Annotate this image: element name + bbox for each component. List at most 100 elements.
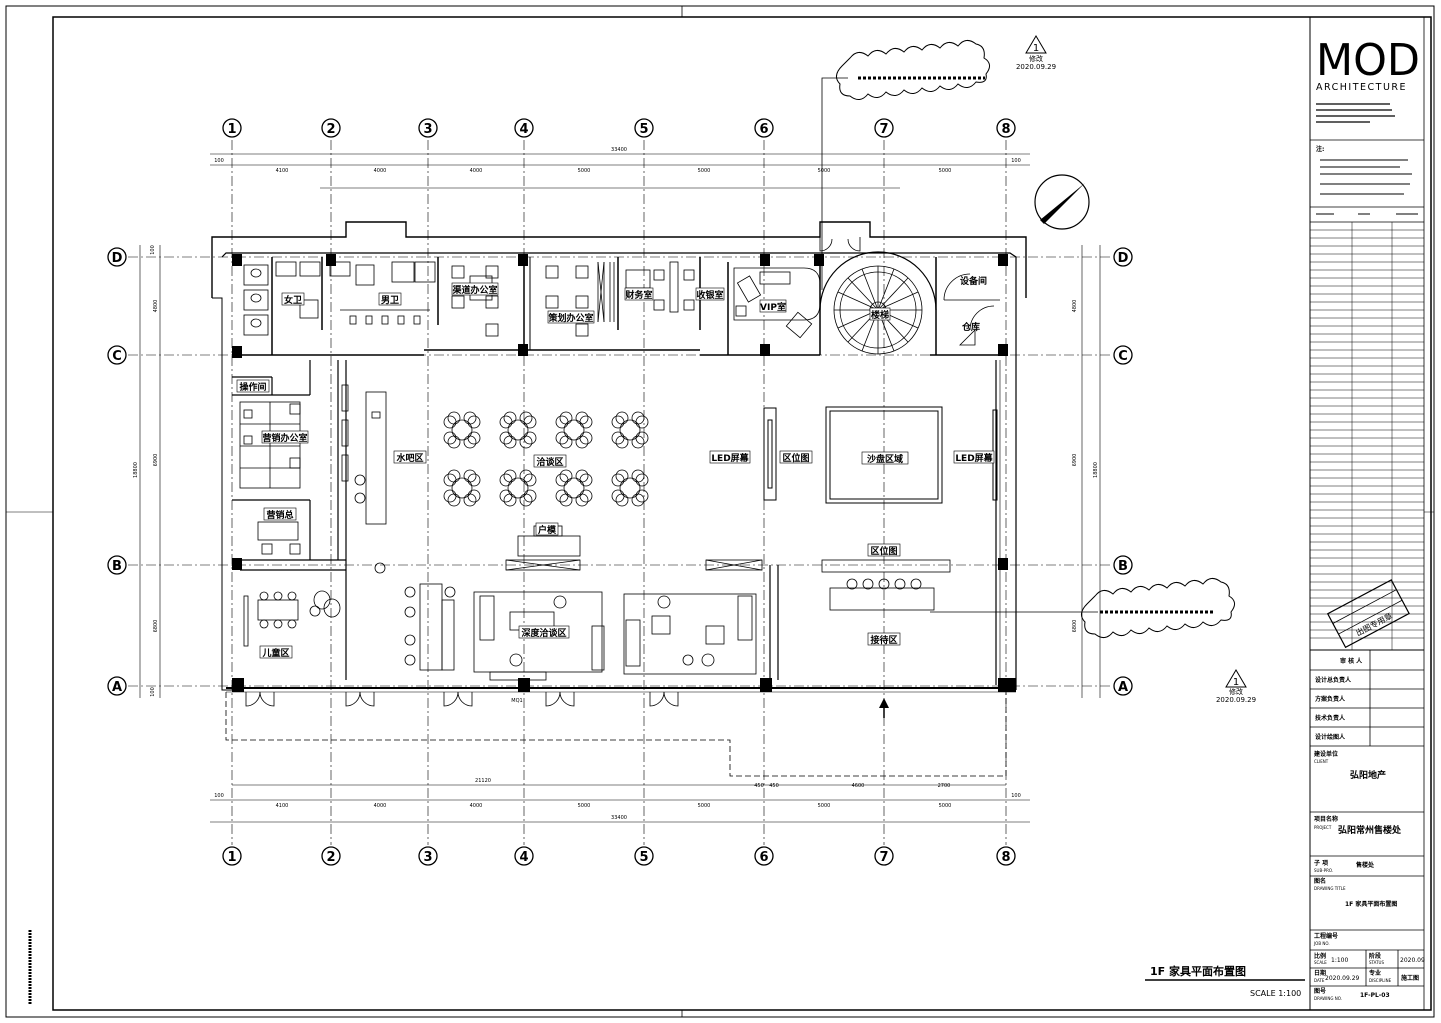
label-channel-office: 渠道办公室 bbox=[451, 284, 497, 296]
sales-office-desks bbox=[239, 401, 341, 647]
title-block: MOD ARCHITECTURE 注: bbox=[1310, 35, 1425, 1001]
svg-text:B: B bbox=[112, 559, 122, 574]
role-scheme-lead: 方案负责人 bbox=[1315, 695, 1346, 703]
svg-text:DRAWING NO.: DRAWING NO. bbox=[1314, 996, 1342, 1001]
revision-cloud-right bbox=[1081, 578, 1235, 638]
label-finance: 财务室 bbox=[624, 289, 652, 301]
drawing-no-value: 1F-PL-03 bbox=[1360, 992, 1390, 999]
label-sand-table: 沙盘区域 bbox=[867, 453, 903, 465]
subproject-label: 子 项 bbox=[1314, 859, 1328, 867]
project-label-en: PROJECT bbox=[1314, 825, 1332, 830]
label-stair: 楼梯 bbox=[871, 309, 889, 321]
dim-bottom-span: 100 bbox=[1011, 793, 1021, 799]
grid-bubbles-right: D C B A bbox=[1113, 247, 1133, 696]
dim-bottom-partial: 2700 bbox=[938, 783, 951, 789]
label-location-map: 区位图 bbox=[782, 452, 809, 464]
svg-text:8: 8 bbox=[1001, 122, 1010, 137]
drawing-title-value: 1F 家具平面布置图 bbox=[1345, 900, 1397, 908]
svg-text:1: 1 bbox=[1233, 677, 1239, 688]
grid-lines bbox=[128, 140, 1112, 845]
dim-bottom-span: 5000 bbox=[698, 803, 711, 809]
grid-bubble-3: 3 bbox=[418, 118, 438, 138]
date-label: 日期 bbox=[1314, 969, 1326, 977]
reviewer-label: 审 核 人 bbox=[1340, 657, 1363, 665]
revision-marker-bottom: 1 修改 2020.09.29 bbox=[1216, 669, 1256, 704]
grid-bubble-5: 5 bbox=[634, 118, 654, 138]
dim-bottom-partial: 21120 bbox=[475, 778, 491, 784]
status-value: 2020.09 bbox=[1400, 957, 1425, 964]
label-female-wc: 女卫 bbox=[284, 294, 302, 306]
grid-bubble-B: B bbox=[107, 555, 127, 575]
dim-bottom-span: 4100 bbox=[276, 803, 289, 809]
svg-text:DATE: DATE bbox=[1314, 978, 1325, 983]
grid-bubble-7-bottom: 7 bbox=[874, 846, 894, 866]
dimension-chains bbox=[139, 153, 1101, 823]
drawing-title-label-en: DRAWING TITLE bbox=[1314, 886, 1346, 891]
dim-top-span: 4100 bbox=[276, 168, 289, 174]
grid-bubble-1: 1 bbox=[222, 118, 242, 138]
svg-text:修改: 修改 bbox=[1229, 687, 1243, 696]
status-label: 阶段 bbox=[1369, 952, 1381, 960]
grid-bubble-3-bottom: 3 bbox=[418, 846, 438, 866]
svg-text:7: 7 bbox=[879, 850, 888, 865]
grid-bubbles-bottom: 1 2 3 4 5 6 7 8 bbox=[222, 846, 1016, 866]
svg-text:6: 6 bbox=[759, 850, 768, 865]
door-tag: MQ1 bbox=[511, 698, 522, 704]
dim-bottom-partial: 450 bbox=[754, 783, 764, 789]
dim-bottom-span: 5000 bbox=[578, 803, 591, 809]
grid-bubble-8: 8 bbox=[996, 118, 1016, 138]
room-labels: 女卫 男卫 渠道办公室 策划办公室 财务室 收银室 VIP室 楼梯 设备间 仓库… bbox=[236, 275, 995, 659]
label-water-bar: 水吧区 bbox=[396, 452, 423, 464]
negotiation-tables bbox=[443, 411, 649, 507]
svg-text:2: 2 bbox=[326, 122, 335, 137]
svg-text:修改: 修改 bbox=[1029, 54, 1043, 63]
grid-bubble-2: 2 bbox=[321, 118, 341, 138]
dim-right-total: 18800 bbox=[1093, 462, 1099, 478]
job-no-label-en: JOB NO. bbox=[1313, 941, 1330, 946]
grid-bubble-4-bottom: 4 bbox=[514, 846, 534, 866]
grid-bubble-D: D bbox=[107, 247, 127, 267]
svg-text:SCALE: SCALE bbox=[1314, 960, 1327, 965]
label-sales-office: 营销办公室 bbox=[262, 432, 307, 444]
deep-negotiation-sofas bbox=[473, 591, 757, 675]
sheet-inner-border bbox=[52, 16, 1432, 1011]
svg-text:1: 1 bbox=[1033, 43, 1039, 54]
discipline-label: 专业 bbox=[1369, 969, 1381, 977]
label-led-left: LED屏幕 bbox=[711, 452, 749, 464]
dim-bottom-total: 33400 bbox=[611, 815, 627, 821]
dim-left-span: 100 bbox=[150, 687, 156, 697]
round-table-set bbox=[555, 411, 593, 449]
date-value: 2020.09.29 bbox=[1325, 975, 1360, 982]
dim-bottom-partial: 450 bbox=[769, 783, 779, 789]
drawing-title-label: 图名 bbox=[1314, 877, 1326, 885]
svg-text:STATUS: STATUS bbox=[1369, 960, 1384, 965]
reception-desk bbox=[705, 559, 951, 611]
scale-value: 1:100 bbox=[1331, 957, 1348, 964]
south-doors bbox=[245, 237, 861, 707]
svg-text:2020.09.29: 2020.09.29 bbox=[1016, 63, 1056, 71]
grid-bubble-C: C bbox=[107, 345, 127, 365]
dim-top-span: 100 bbox=[214, 158, 224, 164]
dim-top-span: 5000 bbox=[698, 168, 711, 174]
dim-right-span: 6800 bbox=[1072, 620, 1078, 633]
grid-bubbles-top: 1 2 3 4 5 6 7 8 bbox=[222, 118, 1016, 138]
role-drafter: 设计绘图人 bbox=[1315, 733, 1346, 741]
sheet-outer-border bbox=[5, 5, 1435, 1018]
grid-bubble-6-bottom: 6 bbox=[754, 846, 774, 866]
svg-text:DISCIPLINE: DISCIPLINE bbox=[1369, 978, 1392, 983]
dim-left-span: 6800 bbox=[153, 620, 159, 633]
dim-left-span: 6900 bbox=[153, 454, 159, 467]
label-vip: VIP室 bbox=[760, 301, 786, 313]
display-walls bbox=[763, 406, 998, 504]
dim-top-span: 4000 bbox=[374, 168, 387, 174]
dim-left-span: 4800 bbox=[153, 300, 159, 313]
revision-table bbox=[1310, 222, 1424, 650]
subproject-label-en: SUB-PRO. bbox=[1314, 868, 1333, 873]
svg-text:1: 1 bbox=[227, 122, 236, 137]
label-male-wc: 男卫 bbox=[381, 295, 399, 306]
svg-text:5: 5 bbox=[639, 850, 648, 865]
svg-text:8: 8 bbox=[1001, 850, 1010, 865]
grid-bubble-C-right: C bbox=[1113, 345, 1133, 365]
dim-left-span: 100 bbox=[150, 245, 156, 255]
